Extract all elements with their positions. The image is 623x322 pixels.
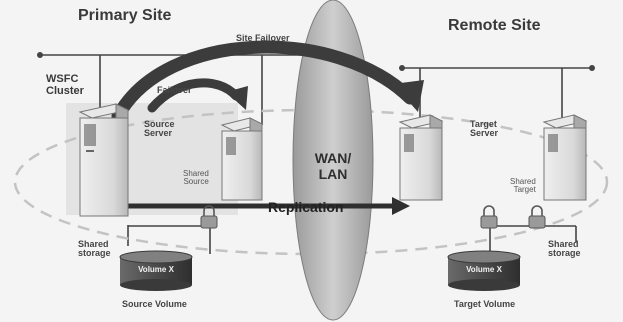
shared-source-label: Shared Source: [183, 169, 209, 187]
server-label-line: Source: [144, 119, 175, 129]
lock-icon: [200, 205, 218, 229]
storage-label-line: storage: [548, 248, 581, 259]
failover-arrowhead: [226, 86, 248, 110]
cluster-label-line: Cluster: [46, 84, 84, 97]
network-label-line: LAN: [318, 166, 348, 183]
shared-target-label: Shared Target: [510, 177, 536, 195]
primary-site-title: Primary Site: [78, 7, 172, 24]
site-failover-arrow: [111, 40, 417, 123]
server-label-line: Server: [144, 128, 173, 139]
shared-label-line: Shared: [183, 169, 209, 178]
target-server-label: Target Server: [470, 119, 499, 139]
storage-label-line: Shared: [78, 239, 109, 249]
source-volume-name: Volume X: [138, 265, 174, 274]
replication-arrowhead: [392, 197, 410, 215]
bus-end-dot: [589, 65, 595, 71]
target-volume-name: Volume X: [466, 265, 502, 274]
target-volume-caption: Target Volume: [454, 299, 516, 309]
shared-label-line: Source: [183, 177, 209, 187]
shared-target-server: [542, 114, 588, 201]
lock-icon: [528, 205, 546, 229]
server-label-line: Server: [470, 128, 499, 139]
network-label-line: WAN/: [314, 150, 352, 166]
bus-end-dot: [37, 52, 43, 58]
shared-source-server: [220, 117, 264, 201]
target-server: [398, 114, 444, 201]
source-volume-disk-icon: [119, 250, 193, 291]
wsfc-cluster-label: WSFC Cluster: [46, 73, 84, 97]
lock-icon: [480, 205, 498, 229]
source-volume-caption: Source Volume: [122, 299, 187, 309]
storage-label-line: Shared: [548, 239, 579, 249]
replication-label: Replication: [268, 199, 344, 215]
wan-lan-oval: [292, 0, 374, 321]
storage-label-line: storage: [78, 248, 111, 259]
shared-label-line: Target: [513, 185, 536, 195]
source-server: [78, 103, 130, 217]
remote-site-title: Remote Site: [448, 17, 541, 34]
cluster-label-line: WSFC: [46, 73, 79, 85]
failover-label: Failover: [157, 85, 192, 95]
failover-arrow: [147, 78, 241, 113]
site-failover-arrowhead: [393, 80, 424, 112]
shared-storage-right-label: Shared storage: [548, 239, 581, 259]
wan-lan-label: WAN/ LAN: [310, 150, 356, 182]
target-volume-disk-icon: [447, 250, 521, 291]
source-server-label: Source Server: [144, 119, 175, 139]
shared-label-line: Shared: [510, 177, 536, 186]
site-failover-label: Site Failover: [236, 33, 290, 43]
server-label-line: Target: [470, 119, 497, 129]
shared-storage-left-label: Shared storage: [78, 239, 111, 259]
bus-end-dot: [399, 65, 405, 71]
